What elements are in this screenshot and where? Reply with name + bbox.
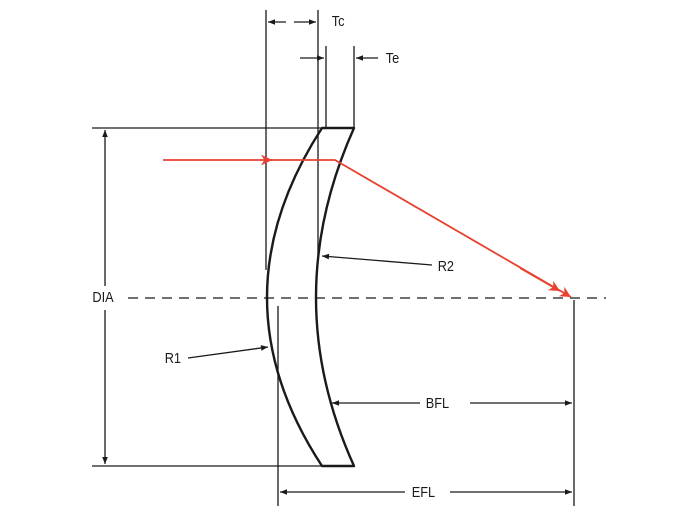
bfl-label: BFL	[424, 395, 451, 412]
refracted-ray	[268, 159, 572, 298]
r2-label: R2	[437, 258, 455, 275]
ray-mid-arrow	[519, 267, 561, 292]
r1-label: R1	[164, 350, 182, 367]
te-label: Te	[384, 50, 401, 67]
tc-label: Tc	[330, 13, 347, 30]
r2-leader	[321, 253, 433, 266]
dia-label: DIA	[89, 289, 118, 306]
r1-leader	[187, 345, 269, 359]
efl-label: EFL	[410, 484, 437, 501]
meniscus-lens	[265, 126, 356, 468]
